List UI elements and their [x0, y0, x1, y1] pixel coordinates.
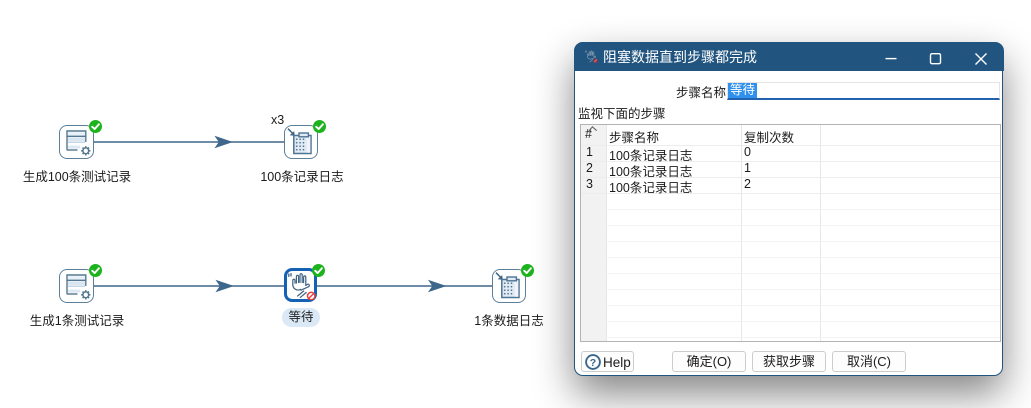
- svg-text:?: ?: [589, 356, 595, 368]
